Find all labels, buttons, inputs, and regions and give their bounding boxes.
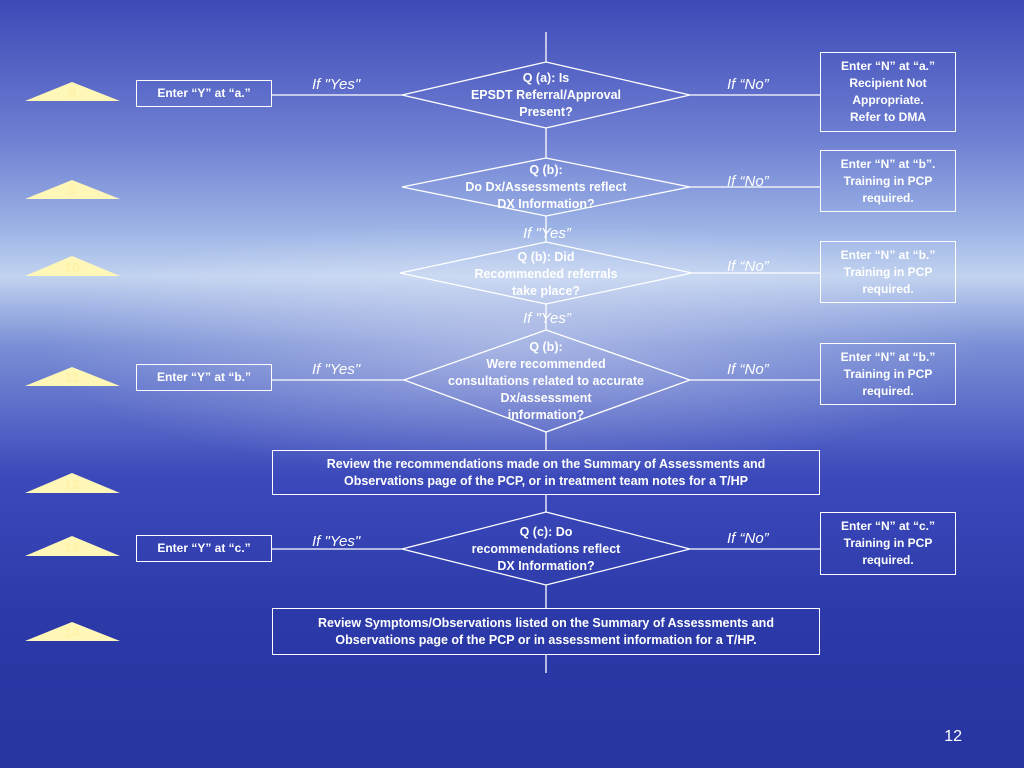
yes-box-c: Enter “Y” at “c.” [136, 535, 272, 562]
if-no-label: If “No” [727, 361, 769, 378]
if-yes-label: If "Yes" [312, 533, 361, 550]
step-triangle-12 [25, 473, 120, 493]
question-a: Q (a): Is EPSDT Referral/Approval Presen… [470, 70, 622, 119]
if-no-label: If “No” [727, 173, 769, 190]
step-number: 10 [64, 259, 80, 275]
step-triangle-14 [25, 622, 120, 641]
review-box-symptoms: Review Symptoms/Observations listed on t… [272, 608, 820, 655]
no-box-c: Enter “N” at “c.” Training in PCP requir… [820, 512, 956, 575]
step-number: 9 [68, 182, 76, 198]
if-yes-label: If "Yes" [312, 361, 361, 378]
decision-diamond-q-a [401, 61, 691, 129]
question-b-referrals: Q (b): Did Recommended referrals take pl… [474, 249, 618, 298]
no-box-b-consultations: Enter “N” at “b.” Training in PCP requir… [820, 343, 956, 405]
no-box-a: Enter “N” at “a.” Recipient Not Appropri… [820, 52, 956, 132]
no-box-b-referrals: Enter “N” at “b.” Training in PCP requir… [820, 241, 956, 303]
if-no-label: If “No” [727, 258, 769, 275]
step-triangle-9 [25, 180, 120, 199]
step-number: 14 [64, 624, 80, 640]
decision-diamond-q-c [401, 511, 691, 586]
question-c: Q (c): Do recommendations reflect DX Inf… [471, 524, 621, 573]
decision-diamond-q-b3 [402, 329, 692, 433]
decision-diamond-q-b1 [401, 157, 691, 217]
question-b-consultations: Q (b): Were recommended consultations re… [448, 339, 644, 422]
no-box-b-dx: Enter “N” at “b”. Training in PCP requir… [820, 150, 956, 212]
if-no-label: If “No” [727, 76, 769, 93]
if-yes-label: If "Yes” [523, 225, 571, 242]
if-no-label: If “No” [727, 530, 769, 547]
review-box-recommendations: Review the recommendations made on the S… [272, 450, 820, 495]
step-triangle-13 [25, 536, 120, 556]
page-number: 12 [944, 728, 962, 745]
step-triangle-8 [25, 82, 120, 101]
if-yes-label: If "Yes" [312, 76, 361, 93]
step-number: 11 [64, 369, 80, 385]
yes-box-b: Enter “Y” at “b.” [136, 364, 272, 391]
step-triangle-10 [25, 256, 120, 276]
step-number: 8 [68, 84, 76, 100]
question-b-dx: Q (b): Do Dx/Assessments reflect DX Info… [465, 162, 627, 211]
step-number: 13 [64, 539, 80, 555]
step-triangle-11 [25, 367, 120, 386]
step-number: 12 [64, 476, 80, 492]
decision-diamond-q-b2 [399, 241, 693, 305]
yes-box-a: Enter “Y” at “a.” [136, 80, 272, 107]
if-yes-label: If "Yes” [523, 310, 571, 327]
